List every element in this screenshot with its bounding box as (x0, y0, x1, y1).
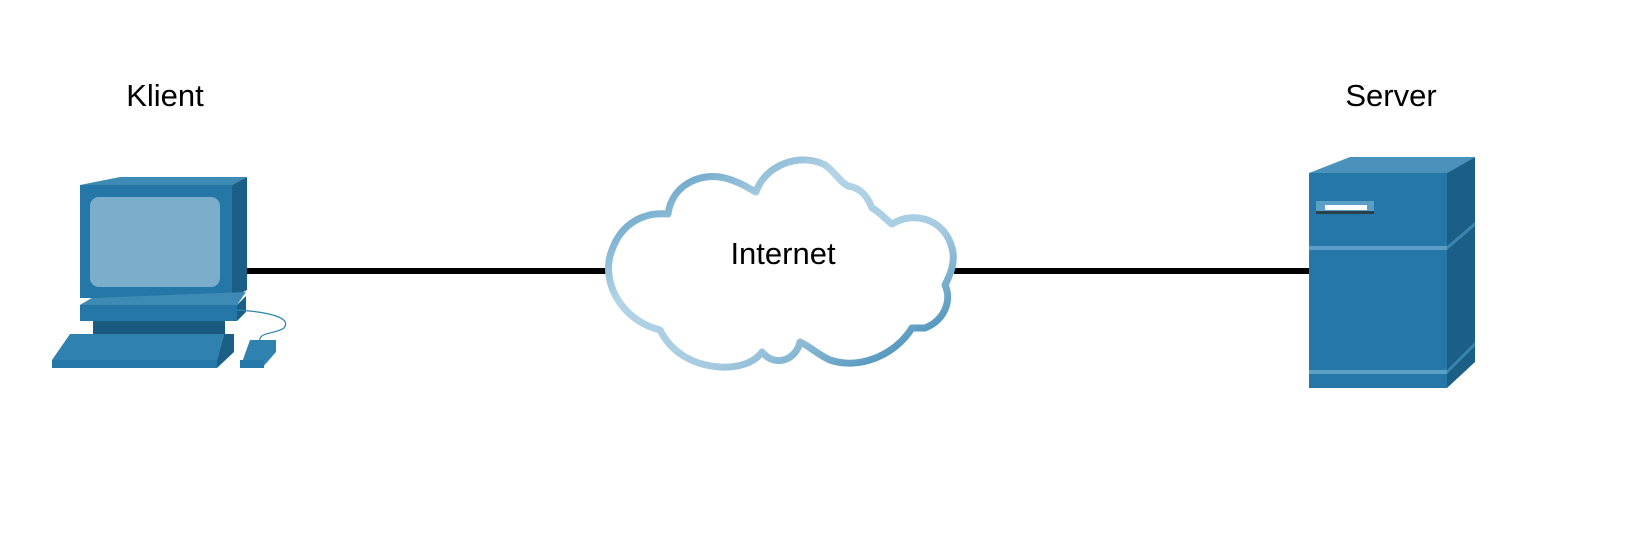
server-label: Server (1345, 78, 1437, 113)
cloud-icon[interactable] (605, 156, 957, 371)
internet-label: Internet (730, 236, 836, 271)
client-label: Klient (126, 78, 204, 113)
server-icon[interactable] (1309, 157, 1475, 388)
pc-icon[interactable] (52, 177, 287, 368)
